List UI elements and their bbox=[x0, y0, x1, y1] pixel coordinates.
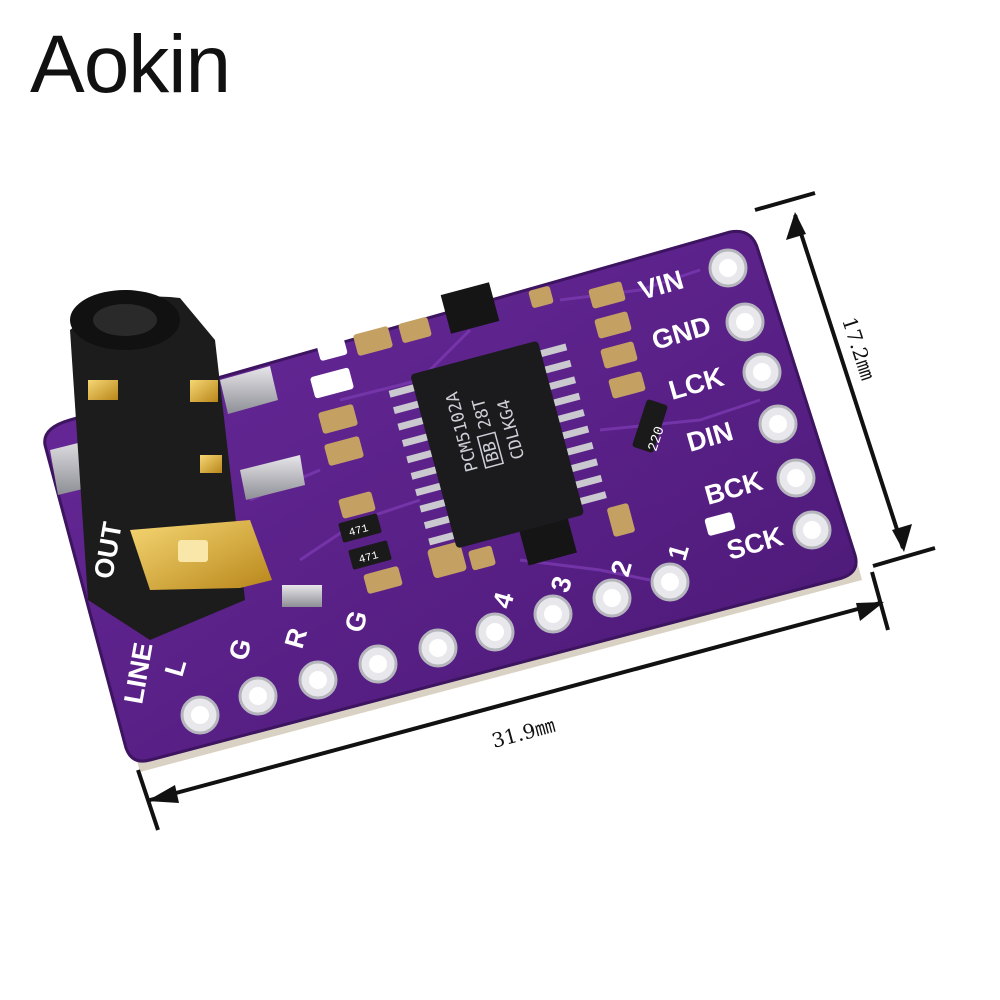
resistor-mark: 471 bbox=[348, 523, 371, 540]
dac-chip bbox=[388, 341, 607, 548]
resistor-mark: 471 bbox=[358, 550, 381, 567]
bottom-pin-holes bbox=[180, 562, 690, 735]
right-pin-holes bbox=[708, 248, 832, 550]
height-dimension-label: 17.2㎜ bbox=[837, 314, 880, 383]
height-dimension bbox=[754, 191, 936, 568]
solder-pad-strip bbox=[220, 366, 278, 414]
resistor-mark: 220 bbox=[646, 425, 669, 454]
audio-jack bbox=[70, 290, 322, 640]
solder-pad-strip bbox=[240, 455, 305, 500]
smd-components: 01B 220 471 471 bbox=[310, 281, 736, 594]
brand-logo-text: Aokin bbox=[30, 19, 231, 110]
resistor-mark: 01B bbox=[318, 380, 341, 397]
width-dimension-label: 31.9㎜ bbox=[489, 713, 558, 753]
width-dimension bbox=[136, 571, 890, 831]
